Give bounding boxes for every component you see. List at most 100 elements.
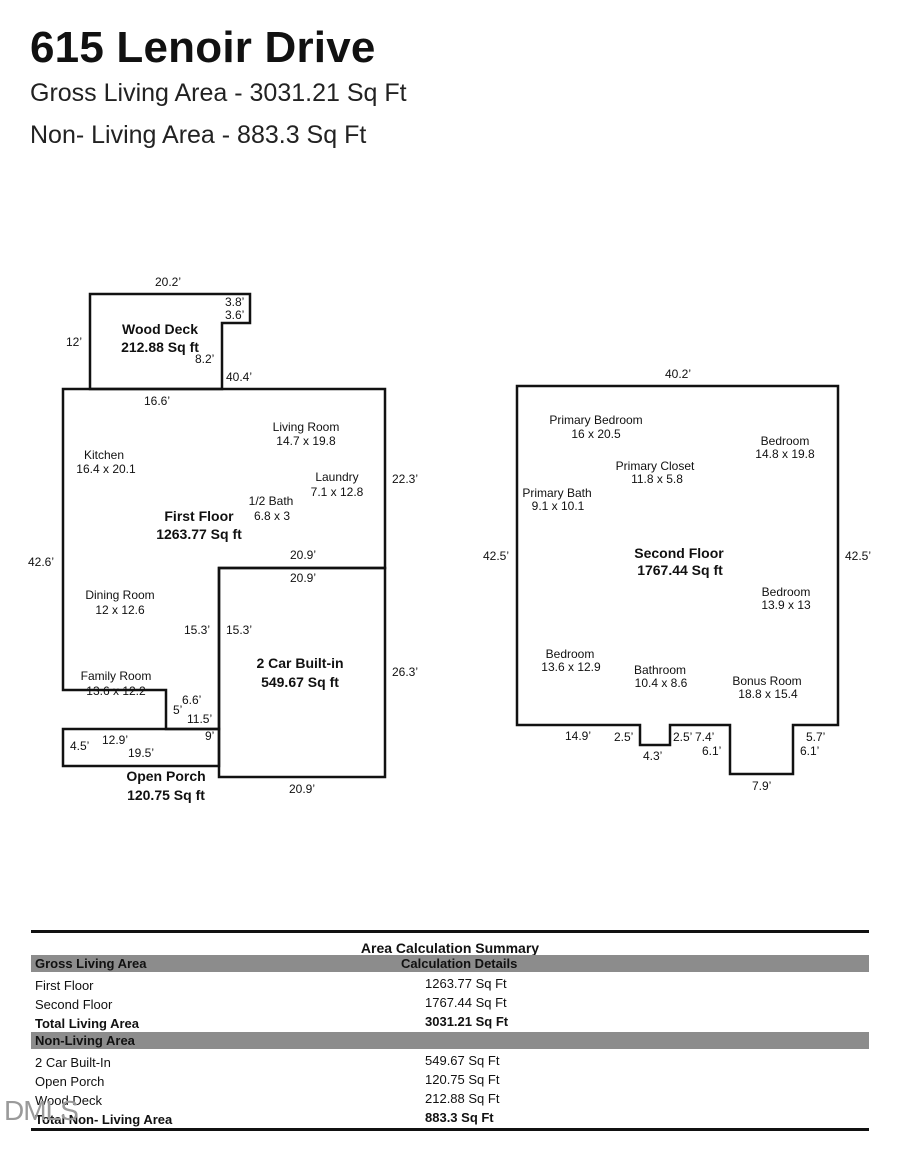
total-living-row: Total Living Area 3031.21 Sq Ft xyxy=(31,1013,869,1032)
non-living-header: Non-Living Area xyxy=(35,1033,135,1048)
dim-garage-top-outer: 20.9’ xyxy=(290,548,316,562)
room-closet-name: Primary Closet xyxy=(616,459,695,473)
row-label: Second Floor xyxy=(35,997,113,1012)
row-label: Open Porch xyxy=(35,1074,105,1089)
garage-name: 2 Car Built-in xyxy=(256,655,343,671)
dim-deck-step-w: 3.8’ xyxy=(225,295,244,309)
dim-second-bump-left: 2.5’ xyxy=(614,730,633,744)
garage-outline xyxy=(217,566,387,779)
dim-second-ext-right: 6.1’ xyxy=(800,744,819,758)
room-bonus-size: 18.8 x 15.4 xyxy=(738,687,798,701)
calculation-details-header: Calculation Details xyxy=(401,956,518,971)
room-primary-bath-size: 9.1 x 10.1 xyxy=(532,499,585,513)
room-bed3-size: 13.6 x 12.9 xyxy=(541,660,601,674)
open-porch-outline xyxy=(61,727,221,768)
room-family-name: Family Room xyxy=(81,669,152,683)
row-value: 549.67 Sq Ft xyxy=(425,1053,500,1068)
dim-porch-inner-right: 9’ xyxy=(205,729,214,743)
room-bed1-name: Bedroom xyxy=(761,434,810,448)
room-bed2-name: Bedroom xyxy=(762,585,811,599)
room-dining-size: 12 x 12.6 xyxy=(95,603,145,617)
dim-notch-top: 6.6’ xyxy=(182,693,201,707)
dim-porch-top: 12.9’ xyxy=(102,733,128,747)
room-primary-bath-name: Primary Bath xyxy=(522,486,591,500)
room-bonus-name: Bonus Room xyxy=(732,674,801,688)
dim-notch-left: 5’ xyxy=(173,703,182,717)
dim-garage-left-outer: 15.3’ xyxy=(184,623,210,637)
dim-notch-right: 11.5’ xyxy=(187,712,212,726)
row-value: 120.75 Sq Ft xyxy=(425,1072,500,1087)
dim-second-ext-bottom: 7.9’ xyxy=(752,779,771,793)
second-floor-outline xyxy=(515,384,840,776)
dim-main-top-left: 16.6’ xyxy=(144,394,170,408)
dim-second-bottom-left: 14.9’ xyxy=(565,729,591,743)
room-bed1-size: 14.8 x 19.8 xyxy=(755,447,815,461)
wood-deck-name: Wood Deck xyxy=(122,321,198,337)
table-row: Wood Deck 212.88 Sq Ft xyxy=(31,1090,869,1109)
row-label: 2 Car Built-In xyxy=(35,1055,111,1070)
row-value: 1767.44 Sq Ft xyxy=(425,995,507,1010)
summary-top-rule xyxy=(31,930,869,933)
row-label: Total Living Area xyxy=(35,1016,140,1031)
second-floor-area: 1767.44 Sq ft xyxy=(637,562,723,578)
garage-area: 549.67 Sq ft xyxy=(261,674,339,690)
room-kitchen-name: Kitchen xyxy=(84,448,124,462)
watermark-logo: DMLS xyxy=(4,1095,79,1126)
row-value: 883.3 Sq Ft xyxy=(425,1110,494,1125)
dim-second-bottom-right: 5.7’ xyxy=(806,730,825,744)
row-value: 212.88 Sq Ft xyxy=(425,1091,500,1106)
dim-garage-top-inner: 20.9’ xyxy=(290,571,316,585)
room-laundry-size: 7.1 x 12.8 xyxy=(311,485,364,499)
open-porch-area: 120.75 Sq ft xyxy=(127,787,205,803)
dim-second-bump-bottom: 4.3’ xyxy=(643,749,662,763)
wood-deck-area: 212.88 Sq ft xyxy=(121,339,199,355)
room-bath-name: Bathroom xyxy=(634,663,686,677)
open-porch-name: Open Porch xyxy=(126,768,205,784)
row-value: 3031.21 Sq Ft xyxy=(425,1014,509,1029)
dim-garage-right: 26.3’ xyxy=(392,665,418,679)
row-label: Wood Deck xyxy=(35,1093,102,1108)
room-halfbath-name: 1/2 Bath xyxy=(249,494,294,508)
summary-bottom-rule xyxy=(31,1128,869,1131)
dim-deck-left: 12’ xyxy=(66,335,82,349)
dim-garage-left-inner: 15.3’ xyxy=(226,623,252,637)
room-halfbath-size: 6.8 x 3 xyxy=(254,509,290,523)
dim-second-bump-right: 2.5’ xyxy=(673,730,692,744)
table-row: Second Floor 1767.44 Sq Ft xyxy=(31,994,869,1013)
dim-garage-bottom: 20.9’ xyxy=(289,782,315,796)
gross-living-header: Gross Living Area xyxy=(35,956,147,971)
room-primary-bed-size: 16 x 20.5 xyxy=(571,427,621,441)
dim-main-right-upper: 22.3’ xyxy=(392,472,418,486)
room-living-size: 14.7 x 19.8 xyxy=(276,434,336,448)
area-calculation-summary: Area Calculation Summary Gross Living Ar… xyxy=(31,930,869,1131)
dim-second-right: 42.5’ xyxy=(845,549,871,563)
dim-deck-top: 20.2’ xyxy=(155,275,181,289)
row-label: First Floor xyxy=(35,978,94,993)
room-laundry-name: Laundry xyxy=(315,470,358,484)
dim-porch-bottom: 19.5’ xyxy=(128,746,154,760)
non-living-area-line: Non- Living Area - 883.3 Sq Ft xyxy=(30,121,367,149)
row-value: 1263.77 Sq Ft xyxy=(425,976,507,991)
room-dining-name: Dining Room xyxy=(85,588,154,602)
summary-caption: Area Calculation Summary xyxy=(360,940,540,956)
row-label: Total Non- Living Area xyxy=(35,1112,173,1127)
dim-deck-inner: 8.2’ xyxy=(195,352,214,366)
room-bath-size: 10.4 x 8.6 xyxy=(635,676,688,690)
dim-deck-step-h: 3.6’ xyxy=(225,308,244,322)
non-living-header-bar: Non-Living Area xyxy=(31,1032,869,1049)
room-primary-bed-name: Primary Bedroom xyxy=(549,413,642,427)
dim-second-top: 40.2’ xyxy=(665,367,691,381)
table-row: 2 Car Built-In 549.67 Sq Ft xyxy=(31,1052,869,1071)
dim-second-ext-left: 6.1’ xyxy=(702,744,721,758)
first-floor-area: 1263.77 Sq ft xyxy=(156,526,242,542)
total-non-living-row: Total Non- Living Area 883.3 Sq Ft xyxy=(31,1109,869,1128)
room-kitchen-size: 16.4 x 20.1 xyxy=(76,462,136,476)
room-bed3-name: Bedroom xyxy=(546,647,595,661)
dim-second-mid-bottom: 7.4’ xyxy=(695,730,714,744)
second-floor-name: Second Floor xyxy=(634,545,724,561)
gross-living-header-bar: Gross Living Area Calculation Details xyxy=(31,955,869,972)
page-title: 615 Lenoir Drive xyxy=(30,23,376,72)
dim-main-left: 42.6’ xyxy=(28,555,54,569)
room-family-size: 13.6 x 12.2 xyxy=(86,684,146,698)
room-closet-size: 11.8 x 5.8 xyxy=(631,472,683,486)
